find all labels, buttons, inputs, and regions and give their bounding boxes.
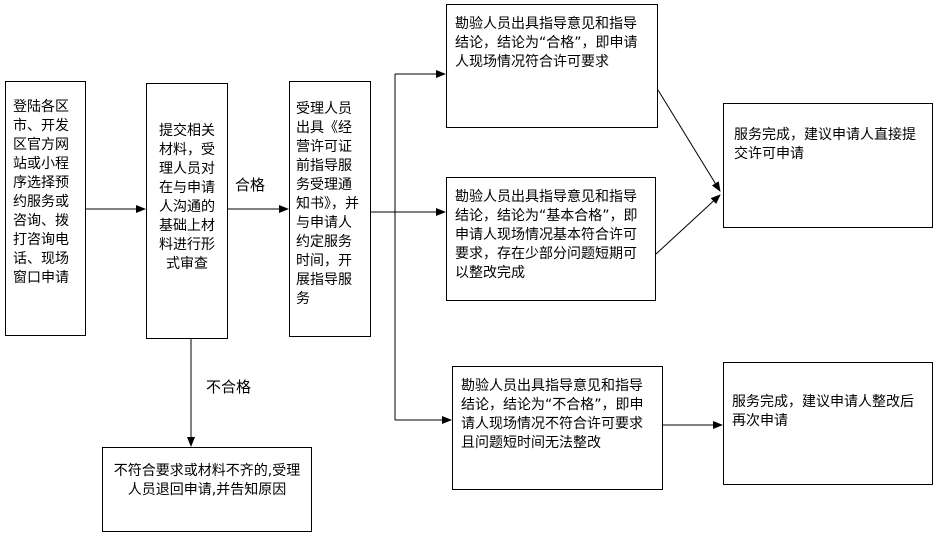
node-result-fail: 勘验人员出具指导意见和指导结论，结论为“不合格”，即申请人现场情况不符合许可要求… xyxy=(452,366,663,490)
node-accept-notice: 受理人员出具《经营许可证前指导服务受理通知书》，并与申请人约定服务时间，开展指导… xyxy=(289,81,371,337)
node-reject: 不符合要求或材料不齐的,受理人员退回申请,并告知原因 xyxy=(102,447,312,532)
node-result-pass: 勘验人员出具指导意见和指导结论，结论为“合格”，即申请人现场情况符合许可要求 xyxy=(446,4,658,128)
arrow-basic-to-done xyxy=(655,194,721,255)
arrow-pass-to-done xyxy=(657,89,721,192)
edge-label-fail: 不合格 xyxy=(206,378,252,396)
edge-label-pass: 合格 xyxy=(235,176,266,194)
node-done-direct-apply: 服务完成，建议申请人直接提交许可申请 xyxy=(723,103,933,228)
node-submit-materials: 提交相关材料，受理人员对在与申请人沟通的基础上材料进行形式审查 xyxy=(146,83,228,339)
node-done-rectify: 服务完成，建议申请人整改后再次申请 xyxy=(723,362,933,485)
node-apply: 登陆各区市、开发区官方网站或小程序选择预约服务或咨询、拨打咨询电话、现场窗口申请 xyxy=(5,81,86,336)
node-result-basic-pass: 勘验人员出具指导意见和指导结论，结论为“基本合格”，即申请人现场情况基本符合许可… xyxy=(446,177,656,301)
